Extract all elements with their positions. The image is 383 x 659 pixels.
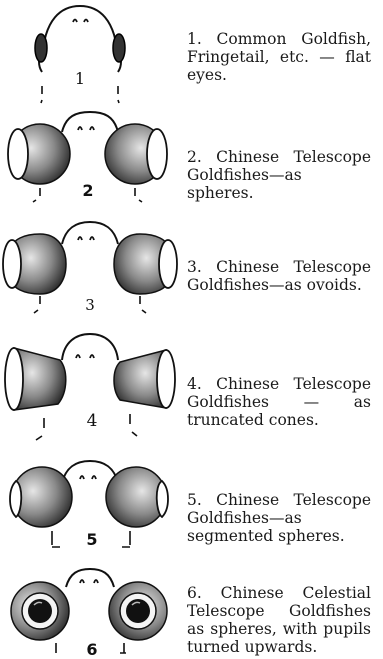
figure-1-caption: 1. Common Goldfish, Fringetail, etc. — f…: [187, 30, 371, 84]
figure-3-label: 3: [85, 296, 95, 314]
figure-3-caption: 3. Chinese Telescope Goldfishes—as ovoid…: [187, 258, 371, 294]
figure-6-label: 6: [86, 640, 97, 659]
figure-5-label: 5: [86, 530, 97, 549]
figure-2-spheres: 2: [0, 108, 180, 218]
figure-2-label: 2: [82, 181, 93, 200]
figure-4-label: 4: [87, 411, 98, 431]
figure-5-caption: 5. Chinese Telescope Goldfishes—as segme…: [187, 491, 371, 545]
figure-1-label: 1: [75, 69, 85, 88]
figure-4-caption: 4. Chinese Telescope Goldfishes — as tru…: [187, 375, 371, 429]
figure-6-celestial-spheres: 6: [0, 563, 180, 659]
figure-4-truncated-cones: 4: [0, 326, 180, 446]
figure-1-flat-eyes: 1: [0, 0, 180, 105]
figure-2-caption: 2. Chinese Telescope Goldfishes—as spher…: [187, 148, 371, 202]
figure-3-ovoids: 3: [0, 218, 180, 328]
figure-5-segmented-spheres: 5: [0, 455, 180, 560]
figure-6-caption: 6. Chinese Celestial Telescope Goldfishe…: [187, 584, 371, 656]
